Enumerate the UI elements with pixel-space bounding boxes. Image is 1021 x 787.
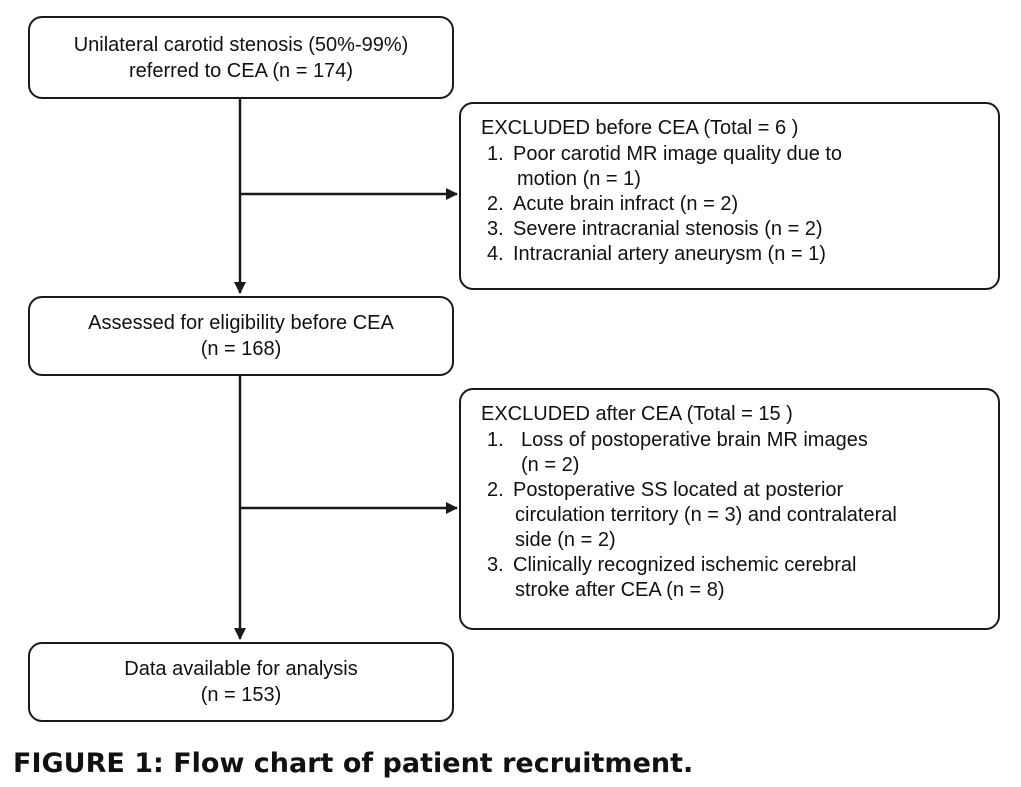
list-item-number: 3. — [487, 554, 504, 576]
list-item-text: Acute brain infract (n = 2) — [513, 193, 739, 215]
assessed-box-line2: (n = 168) — [200, 338, 282, 360]
list-item-text: Clinically recognized ischemic cerebral … — [513, 553, 988, 603]
list-item-line: motion (n = 1) — [517, 168, 641, 190]
list-item-number: 2. — [487, 193, 504, 215]
list-item-line: circulation territory (n = 3) and contra… — [515, 504, 897, 526]
list-item-number: 1. — [487, 429, 504, 451]
list-item-text: Intracranial artery aneurysm (n = 1) — [513, 243, 826, 265]
list-item-number: 2. — [487, 479, 504, 501]
list-item-line: Poor carotid MR image quality due to — [513, 143, 843, 165]
start-box-line1: Unilateral carotid stenosis (50%-99%) — [73, 33, 409, 56]
list-item: 1. Loss of postoperative brain MR images… — [481, 428, 988, 478]
list-item: 3. Severe intracranial stenosis (n = 2) — [481, 217, 988, 242]
list-item-line: side (n = 2) — [515, 529, 616, 551]
figure-caption: FIGURE 1: Flow chart of patient recruitm… — [13, 748, 694, 779]
list-item-number: 1. — [487, 143, 504, 165]
list-item-line: Postoperative SS located at posterior — [513, 479, 844, 501]
list-item-line: Clinically recognized ischemic cerebral — [513, 554, 857, 576]
final-box: Data available for analysis (n = 153) — [28, 642, 454, 722]
list-item-line: Loss of postoperative brain MR images — [521, 429, 868, 451]
list-item-number: 3. — [487, 218, 504, 240]
list-item: 3. Clinically recognized ischemic cerebr… — [481, 553, 988, 603]
list-item-text: Poor carotid MR image quality due to mot… — [513, 142, 988, 192]
list-item: 2. Postoperative SS located at posterior… — [481, 478, 988, 553]
list-item: 2. Acute brain infract (n = 2) — [481, 192, 988, 217]
final-box-line2: (n = 153) — [200, 684, 282, 706]
list-item: 4. Intracranial artery aneurysm (n = 1) — [481, 242, 988, 267]
final-box-line1: Data available for analysis — [124, 658, 358, 680]
list-item-text: Postoperative SS located at posterior ci… — [513, 478, 988, 553]
excluded-before-box: EXCLUDED before CEA (Total = 6 ) 1. Poor… — [459, 102, 1000, 290]
excluded-before-title: EXCLUDED before CEA (Total = 6 ) — [481, 117, 799, 139]
excluded-after-box: EXCLUDED after CEA (Total = 15 ) 1. Loss… — [459, 388, 1000, 630]
list-item-text: Loss of postoperative brain MR images (n… — [521, 428, 988, 478]
assessed-box: Assessed for eligibility before CEA (n =… — [28, 296, 454, 376]
start-box: Unilateral carotid stenosis (50%-99%) re… — [28, 16, 454, 99]
list-item-line: stroke after CEA (n = 8) — [515, 579, 725, 601]
excluded-after-title: EXCLUDED after CEA (Total = 15 ) — [481, 403, 793, 425]
list-item-text: Severe intracranial stenosis (n = 2) — [513, 218, 823, 240]
list-item-number: 4. — [487, 243, 504, 265]
list-item-line: (n = 2) — [521, 454, 580, 476]
excluded-after-list: 1. Loss of postoperative brain MR images… — [481, 428, 988, 603]
assessed-box-line1: Assessed for eligibility before CEA — [88, 312, 394, 334]
excluded-before-list: 1. Poor carotid MR image quality due to … — [481, 142, 988, 267]
start-box-line2: referred to CEA (n = 174) — [128, 59, 353, 82]
list-item: 1. Poor carotid MR image quality due to … — [481, 142, 988, 192]
